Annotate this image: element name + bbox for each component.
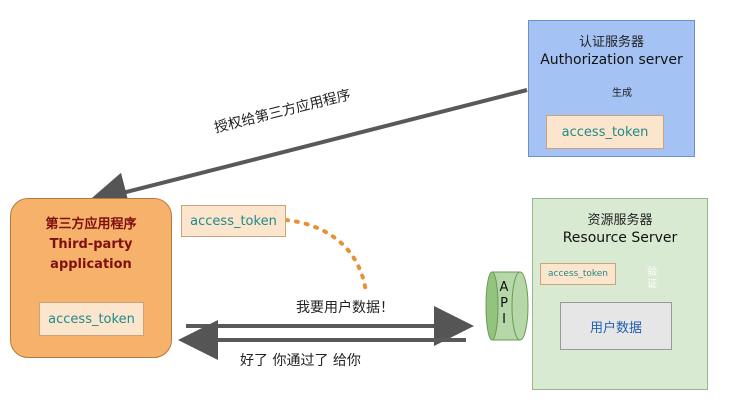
request-label: 我要用户数据！: [296, 300, 394, 316]
response-label: 好了 你通过了 给你: [240, 353, 361, 369]
api-letter-p: P: [500, 296, 508, 311]
third-party-app-box: 第三方应用程序 Third-party application: [10, 198, 172, 358]
resource-server-title-cn: 资源服务器: [587, 213, 653, 228]
api-letter-i: I: [502, 312, 506, 327]
app-title-cn: 第三方应用程序: [45, 217, 137, 232]
api-letter-a: A: [499, 280, 509, 295]
resource-server-title-en: Resource Server: [562, 230, 678, 246]
grant-arrow: [87, 88, 528, 212]
resource-access-token: access_token: [540, 263, 616, 285]
api-cylinder: [485, 271, 529, 341]
generate-label: 生成: [612, 88, 632, 99]
token-dotted-path: [284, 218, 368, 294]
auth-server-title-en: Authorization server: [540, 52, 683, 68]
app-access-token: access_token: [39, 302, 144, 336]
auth-server-title-cn: 认证服务器: [578, 35, 644, 50]
app-title-en-line2: application: [50, 257, 132, 272]
auth-access-token: access_token: [546, 115, 664, 149]
user-data-box: 用户数据: [560, 302, 672, 350]
floating-access-token: access_token: [181, 205, 286, 237]
verify-label: 验证: [647, 267, 657, 290]
api-label: A P I: [494, 280, 514, 328]
resource-server-box: 资源服务器 Resource Server: [532, 198, 708, 390]
app-title-en-line1: Third-party: [49, 237, 133, 252]
